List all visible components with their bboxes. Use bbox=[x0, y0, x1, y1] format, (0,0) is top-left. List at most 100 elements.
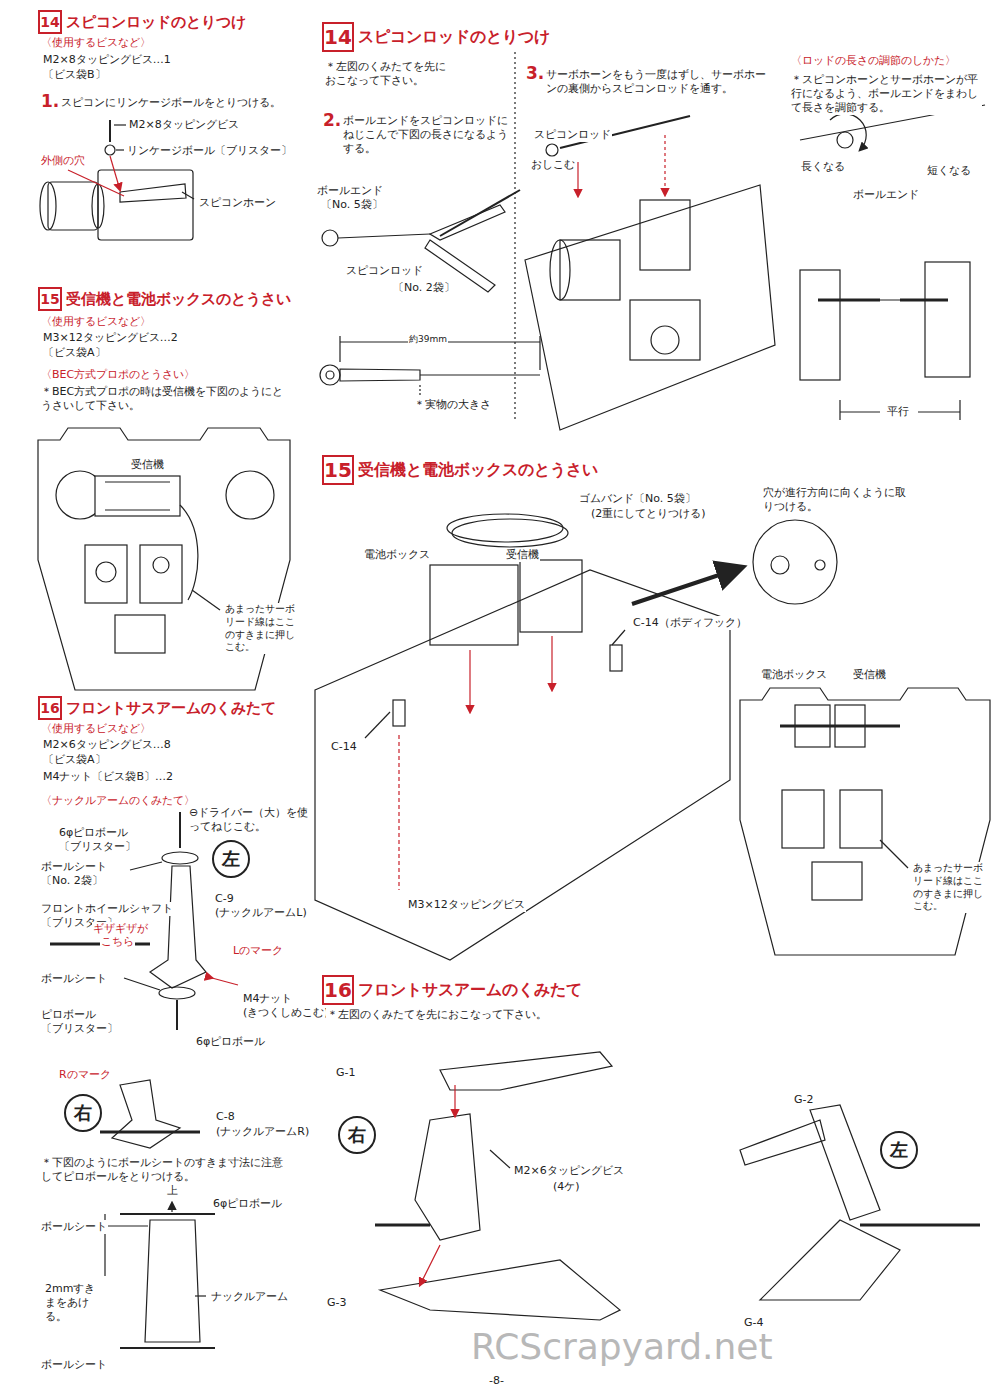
annotation-label: ボールシート bbox=[40, 860, 108, 874]
annotation-label: 1. bbox=[40, 91, 60, 113]
annotation-label: 受信機 bbox=[505, 548, 540, 562]
annotation-label: 〔No. 2袋〕 bbox=[40, 874, 104, 888]
annotation-label: 3. bbox=[525, 63, 545, 85]
annotation-label: 〔ブリスター〕 bbox=[58, 840, 137, 854]
annotation-label: M4ナット〔ビス袋B〕…2 bbox=[42, 770, 174, 784]
annotation-label: あまったサーボリード線はここのすきまに押しこむ。 bbox=[912, 862, 984, 913]
annotation-label: C-14 bbox=[330, 740, 358, 754]
annotation-label: C-8 bbox=[215, 1110, 236, 1124]
annotation-label: ボールシート bbox=[40, 1358, 108, 1372]
annotation-label: 長くなる bbox=[800, 160, 846, 174]
annotation-label: (ナックルアームL) bbox=[214, 906, 308, 920]
annotation-label: ＊BEC方式プロポの時は受信機を下図のようにとうさいして下さい。 bbox=[40, 385, 287, 413]
annotation-label: スピコンにリンケージボールをとりつける。 bbox=[60, 96, 282, 110]
step-number: 15 bbox=[38, 287, 62, 311]
annotation-label: リンケージボール〔ブリスター〕 bbox=[126, 144, 293, 158]
annotation-label: 〔No. 2袋〕 bbox=[392, 281, 456, 295]
annotation-label: M2×8タッピングビス bbox=[128, 118, 240, 132]
annotation-label: G-2 bbox=[793, 1093, 815, 1107]
annotation-label: 〈ロッドの長さの調節のしかた〉 bbox=[790, 54, 957, 68]
annotation-label: M2×8タッピングビス…1 bbox=[42, 53, 172, 67]
annotation-label: こちら bbox=[100, 935, 135, 949]
annotation-label: スピコンロッド bbox=[345, 264, 424, 278]
annotation-label: 〔ビス袋A〕 bbox=[42, 346, 107, 360]
annotation-label: スピコンロッド bbox=[533, 128, 612, 142]
annotation-label: Rのマーク bbox=[58, 1068, 112, 1082]
side-mark-circle: 右 bbox=[64, 1094, 102, 1132]
annotation-label: ⊖ドライバー（大）を使ってねじこむ。 bbox=[188, 806, 310, 834]
annotation-label: G-3 bbox=[326, 1296, 348, 1310]
annotation-label: M2×6タッピングビス bbox=[513, 1164, 625, 1178]
annotation-label: 穴が進行方向に向くように取りつける。 bbox=[762, 486, 914, 514]
side-mark: 左 bbox=[222, 847, 240, 871]
annotation-label: Lのマーク bbox=[232, 944, 284, 958]
annotation-label: 6φピロボール bbox=[195, 1035, 266, 1049]
annotation-label: 2. bbox=[322, 110, 342, 132]
section-header: 15受信機と電池ボックスのとうさい bbox=[322, 455, 598, 485]
annotation-label: ナックルアーム bbox=[210, 1290, 289, 1304]
annotation-label: C-14（ボディフック） bbox=[632, 616, 748, 630]
section-header: 16フロントサスアームのくみたて bbox=[38, 696, 276, 720]
annotation-label: M4ナット bbox=[242, 992, 294, 1006]
annotation-label: ボールエンド bbox=[316, 184, 384, 198]
annotation-label: ピロボール bbox=[40, 1008, 97, 1022]
annotation-label: 〈BEC方式プロポのとうさい〉 bbox=[40, 368, 196, 382]
step-number: 14 bbox=[322, 22, 354, 52]
section-heading: スピコンロッドのとりつけ bbox=[66, 13, 246, 32]
side-mark-circle: 右 bbox=[338, 1116, 376, 1154]
section-heading: フロントサスアームのくみたて bbox=[358, 980, 582, 1001]
section-header: 14スピコンロッドのとりつけ bbox=[322, 22, 550, 52]
annotation-label: 6φピロボール bbox=[58, 826, 129, 840]
annotation-label: おしこむ bbox=[530, 158, 576, 172]
annotation-label: 6φピロボール bbox=[212, 1197, 283, 1211]
annotation-label: ボールシート bbox=[40, 1220, 108, 1234]
side-mark: 右 bbox=[348, 1123, 366, 1147]
section-heading: スピコンロッドのとりつけ bbox=[358, 27, 550, 48]
annotation-label: 〈使用するビスなど〉 bbox=[40, 722, 152, 736]
annotation-label: M3×12タッピングビス bbox=[407, 898, 526, 912]
watermark: RCScrapyard.net bbox=[470, 1324, 774, 1370]
section-heading: フロントサスアームのくみたて bbox=[66, 699, 276, 718]
annotation-label: 平行 bbox=[886, 405, 910, 419]
annotation-label: ＊下図のようにボールシートのすきま寸法に注意してピロボールをとりつける。 bbox=[40, 1156, 292, 1184]
step-number: 16 bbox=[38, 696, 62, 720]
section-header: 14スピコンロッドのとりつけ bbox=[38, 10, 246, 34]
annotation-label: あまったサーボリード線はここのすきまに押しこむ。 bbox=[224, 603, 296, 654]
annotation-label: 受信機 bbox=[130, 458, 165, 472]
step-number: 15 bbox=[322, 455, 354, 485]
annotation-label: ギザギザが bbox=[92, 922, 149, 936]
annotation-label: 〔ブリスター〕 bbox=[40, 1022, 119, 1036]
annotation-label: (2重にしてとりつける) bbox=[590, 507, 707, 521]
annotation-label: 約39mm bbox=[408, 334, 448, 346]
annotation-label: 2mmすきまをあける。 bbox=[44, 1282, 104, 1324]
annotation-label: ＊左図のくみたてを先におこなって下さい。 bbox=[326, 1008, 548, 1022]
annotation-label: M2×6タッピングビス…8 bbox=[42, 738, 172, 752]
annotation-label: ボールエンドをスピコンロッドにねじこんで下図の長さになるようする。 bbox=[342, 114, 514, 156]
annotation-label: サーボホーンをもう一度はずし、サーボホーンの裏側からスピコンロッドを通す。 bbox=[545, 68, 777, 96]
annotation-label: ゴムバンド〔No. 5袋〕 bbox=[578, 492, 697, 506]
annotation-label: スピコンホーン bbox=[198, 196, 277, 210]
section-heading: 受信機と電池ボックスのとうさい bbox=[358, 460, 598, 481]
annotation-label: ＊左図のくみたてを先におこなって下さい。 bbox=[324, 60, 456, 88]
annotation-label: ＊実物の大きさ bbox=[413, 398, 492, 412]
annotation-label: ボールエンド bbox=[852, 188, 920, 202]
section-heading: 受信機と電池ボックスのとうさい bbox=[66, 290, 291, 309]
annotation-label: 電池ボックス bbox=[760, 668, 828, 682]
annotation-label: 〔ビス袋A〕 bbox=[42, 753, 107, 767]
annotation-label: フロントホイールシャフト bbox=[40, 902, 174, 916]
side-mark: 右 bbox=[74, 1101, 92, 1125]
step-number: 14 bbox=[38, 10, 62, 34]
annotation-label: 〔ビス袋B〕 bbox=[42, 68, 107, 82]
annotation-label: 〈ナックルアームのくみたて〉 bbox=[40, 794, 196, 808]
side-mark-circle: 左 bbox=[212, 840, 250, 878]
annotation-label: 受信機 bbox=[852, 668, 887, 682]
annotation-label: M3×12タッピングビス…2 bbox=[42, 331, 179, 345]
annotation-label: 電池ボックス bbox=[363, 548, 431, 562]
annotation-label: (4ケ) bbox=[552, 1180, 581, 1194]
annotation-label: 〈使用するビスなど〉 bbox=[40, 36, 152, 50]
annotation-label: ＊スピコンホーンとサーボホーンが平行になるよう、ボールエンドをまわして長さを調節… bbox=[790, 73, 982, 115]
step-number: 16 bbox=[322, 975, 354, 1005]
annotation-label: 外側の穴 bbox=[40, 154, 86, 168]
section-header: 16フロントサスアームのくみたて bbox=[322, 975, 582, 1005]
